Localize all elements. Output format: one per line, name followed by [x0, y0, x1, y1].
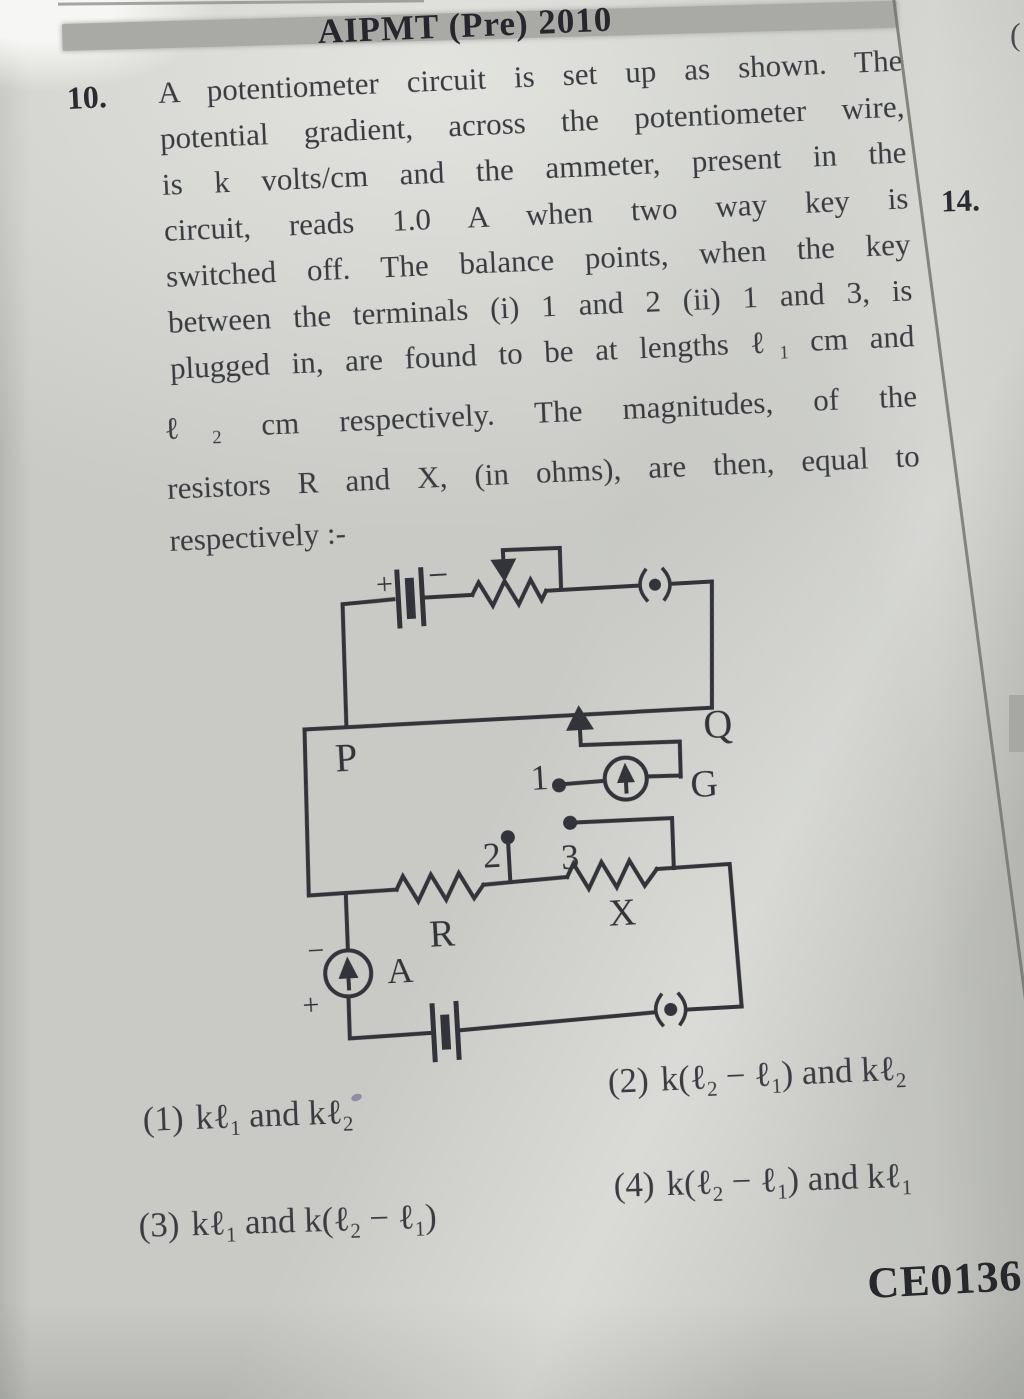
resistor-r-label: R: [428, 912, 456, 955]
top-loop-left-wire: [340, 597, 396, 729]
option-3: (3)kℓ1 and k(ℓ2 − ℓ1): [138, 1196, 438, 1247]
rheostat-icon: [469, 575, 549, 610]
point-q-label: Q: [702, 701, 733, 748]
circuit-diagram: + − P Q 1 G 2 3 R X − + A: [302, 545, 744, 1063]
question-text: A potentiometer circuit is set up as sho…: [157, 38, 923, 564]
option-number: (2): [607, 1060, 650, 1101]
question-number: 10.: [66, 78, 108, 116]
terminal2-stub: [506, 841, 513, 885]
point-p-label: P: [334, 735, 359, 781]
galvanometer-label: G: [689, 763, 719, 806]
resistor-x-icon: [564, 856, 660, 894]
terminal-2-label: 2: [482, 835, 502, 876]
corner-mark: (: [1010, 16, 1021, 52]
option-formula: kℓ1 and kℓ2: [194, 1092, 354, 1140]
key-bottom-dot: [664, 1002, 678, 1016]
resistor-x-label: X: [607, 891, 637, 934]
jockey-wire: [577, 726, 683, 779]
terminal-3-label: 3: [560, 836, 580, 877]
option-number: (3): [138, 1204, 181, 1245]
battery-plus-label: +: [375, 567, 394, 601]
wire: [346, 994, 434, 1041]
galvanometer-icon: [602, 755, 649, 802]
resistor-r-icon: [393, 868, 487, 906]
wire: [422, 592, 475, 600]
ammeter-minus-label: −: [307, 934, 326, 968]
question-code: CE0136: [866, 1250, 1024, 1308]
jockey-arrow-icon: [566, 705, 594, 731]
ammeter-branch-wire: [343, 893, 350, 953]
wire: [481, 874, 570, 887]
ammeter-plus-label: +: [302, 988, 321, 1022]
option-4: (4)k(ℓ2 − ℓ1) and kℓ1: [613, 1155, 913, 1206]
battery-minus-label: −: [427, 554, 450, 595]
terminal-2-dot: [500, 830, 515, 845]
terminal-1-dot: [552, 778, 567, 793]
terminal-3-dot: [563, 815, 578, 830]
terminal-1-label: 1: [529, 757, 549, 798]
key-top-icon: [638, 566, 672, 603]
wire: [668, 579, 714, 710]
option-formula: k(ℓ2 − ℓ1) and kℓ1: [665, 1155, 913, 1206]
wire: [686, 1004, 744, 1012]
galvanometer-wire-right: [644, 773, 683, 779]
wire: [654, 861, 744, 1009]
battery-top-icon: [394, 567, 427, 629]
key-bottom-icon: [653, 991, 688, 1028]
slider-tap-wire: [500, 545, 564, 591]
page-title: AIPMT (Pre) 2010: [317, 0, 614, 51]
wire: [457, 1010, 658, 1033]
slider-arrow-icon: [490, 558, 517, 583]
option-formula: kℓ1 and k(ℓ2 − ℓ1): [190, 1196, 438, 1247]
key-top-dot: [648, 578, 661, 591]
lower-left-wire: [302, 727, 399, 898]
ammeter-needle-icon: [338, 956, 359, 991]
ammeter-label: A: [386, 950, 414, 991]
terminal3-wire: [575, 816, 676, 871]
option-number: (4): [613, 1164, 656, 1205]
galvanometer-needle-icon: [616, 762, 635, 794]
paper-smudge: [1009, 695, 1024, 752]
option-number: (1): [142, 1098, 185, 1139]
galvanometer-wire-left: [562, 778, 608, 787]
option-1: (1)kℓ1 and kℓ2: [142, 1092, 354, 1140]
next-question-number: 14.: [940, 182, 981, 219]
potentiometer-wire: [302, 705, 715, 732]
battery-bottom-icon: [429, 1000, 462, 1063]
